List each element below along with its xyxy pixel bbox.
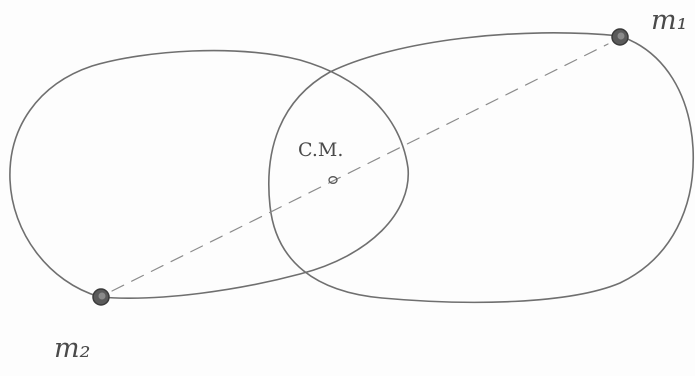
mass-m1-dot [612,29,628,45]
mass-connecting-line [112,44,608,291]
orbit-m1 [269,33,693,303]
orbit-m2 [10,51,408,299]
center-of-mass-label: C.M. [298,139,343,161]
mass-m2-label: m₂ [54,333,90,364]
mass-m2-dot [93,289,109,305]
mass-m1-label: m₁ [651,5,687,36]
